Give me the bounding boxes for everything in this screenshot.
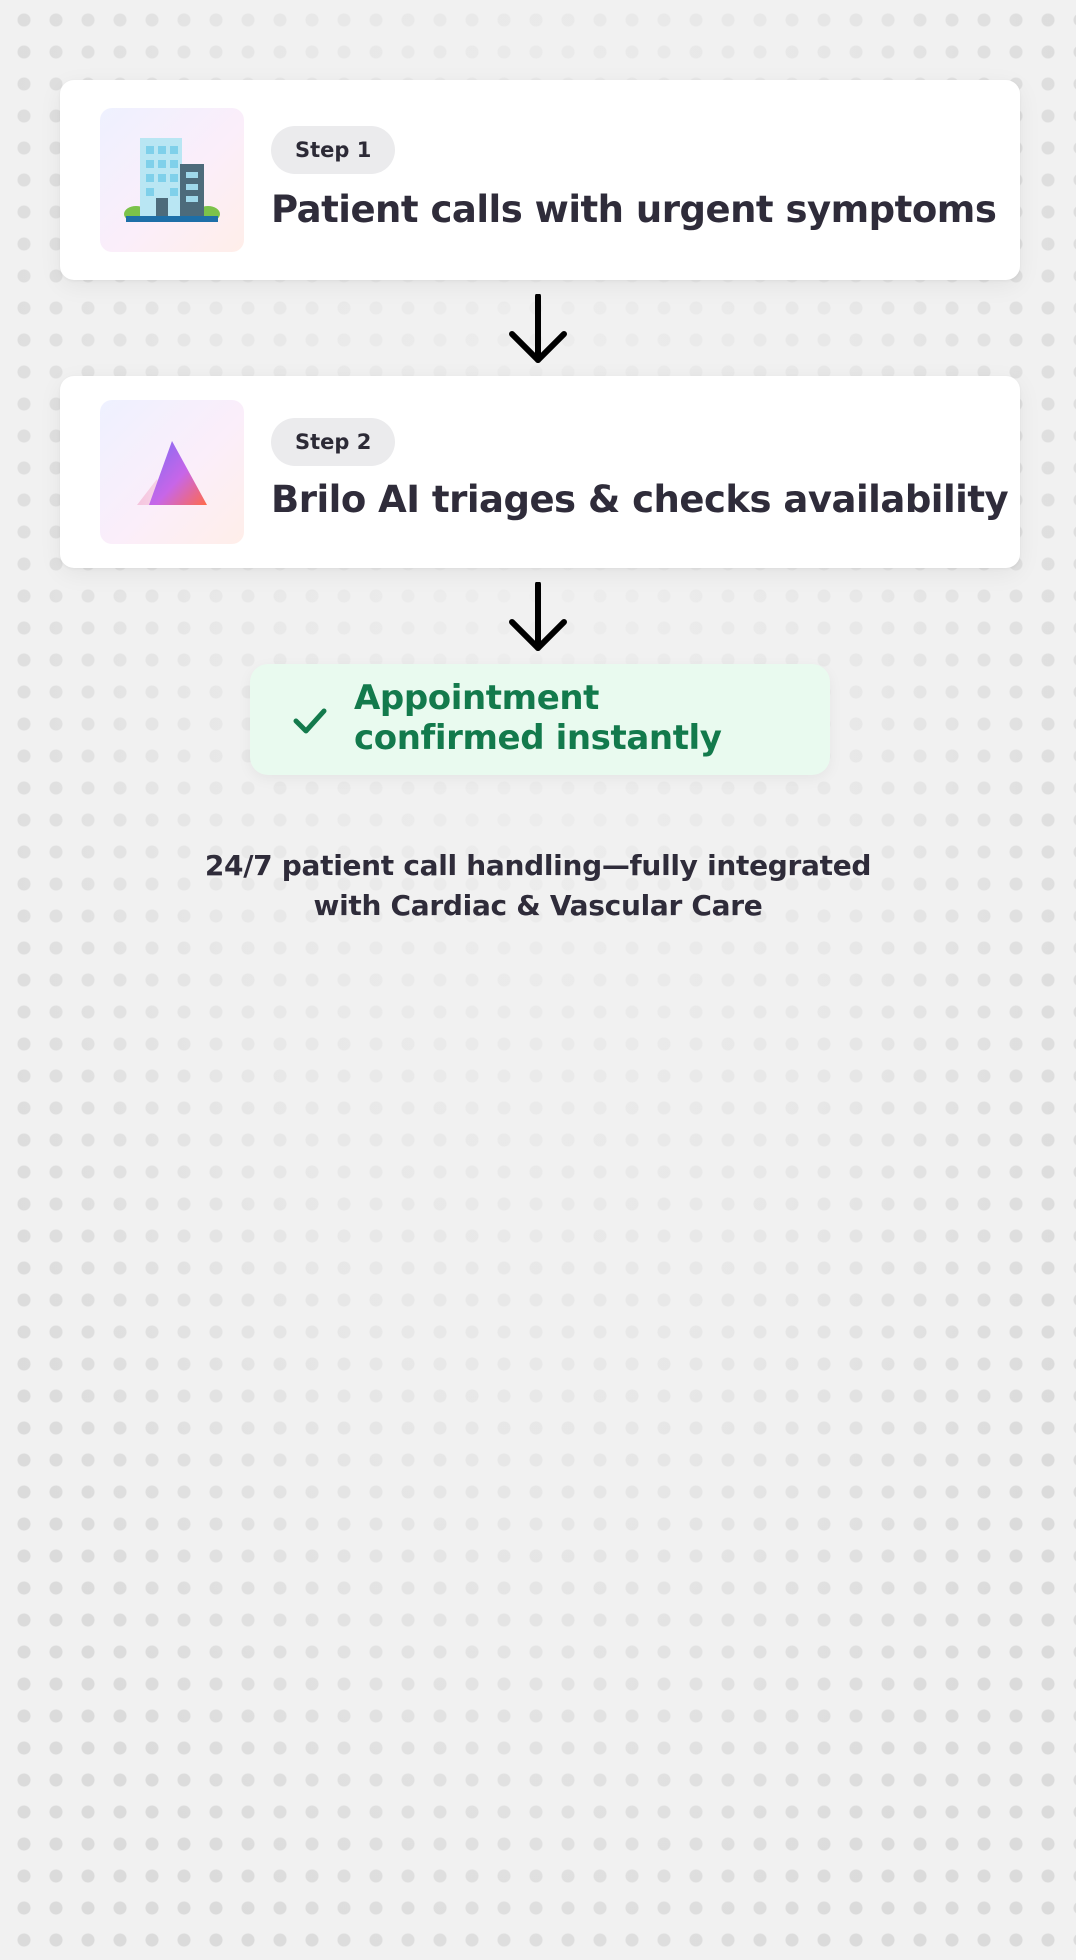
confirmation-banner: Appointment confirmed instantly: [250, 664, 830, 775]
office-building-icon: [124, 138, 220, 222]
step-2-title: Brilo AI triages & checks availability: [271, 478, 1009, 521]
arrow-down-icon: [509, 294, 567, 363]
step-2-card: Step 2 Brilo AI triages & checks availab…: [60, 376, 1020, 568]
step-1-icon-tile: [100, 108, 244, 252]
step-1-card: Step 1 Patient calls with urgent symptom…: [60, 80, 1020, 280]
step-1-badge: Step 1: [271, 126, 396, 174]
checkmark-icon: [293, 708, 327, 734]
step-1-title: Patient calls with urgent symptoms: [271, 188, 997, 231]
arrow-down-icon: [509, 582, 567, 651]
tagline: 24/7 patient call handling—fully integra…: [204, 849, 872, 922]
brilo-prism-logo-icon: [137, 441, 207, 505]
step-2-icon-tile: [100, 400, 244, 544]
confirmation-text: Appointment confirmed instantly: [354, 678, 722, 758]
step-2-badge: Step 2: [271, 418, 396, 466]
